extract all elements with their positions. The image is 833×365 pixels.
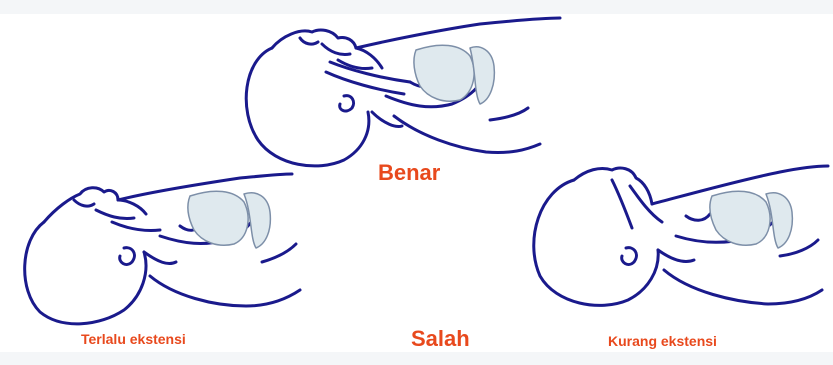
label-wrong: Salah bbox=[411, 326, 470, 352]
lungs-neutral bbox=[414, 45, 494, 104]
label-over-extension: Terlalu ekstensi bbox=[81, 331, 186, 347]
lungs-flexed bbox=[710, 191, 792, 248]
lungs-hyperextended bbox=[188, 191, 270, 248]
bottom-edge bbox=[0, 352, 833, 365]
label-under-extension: Kurang ekstensi bbox=[608, 333, 717, 349]
infant-head-neutral-icon bbox=[246, 18, 560, 166]
label-correct: Benar bbox=[378, 160, 440, 186]
